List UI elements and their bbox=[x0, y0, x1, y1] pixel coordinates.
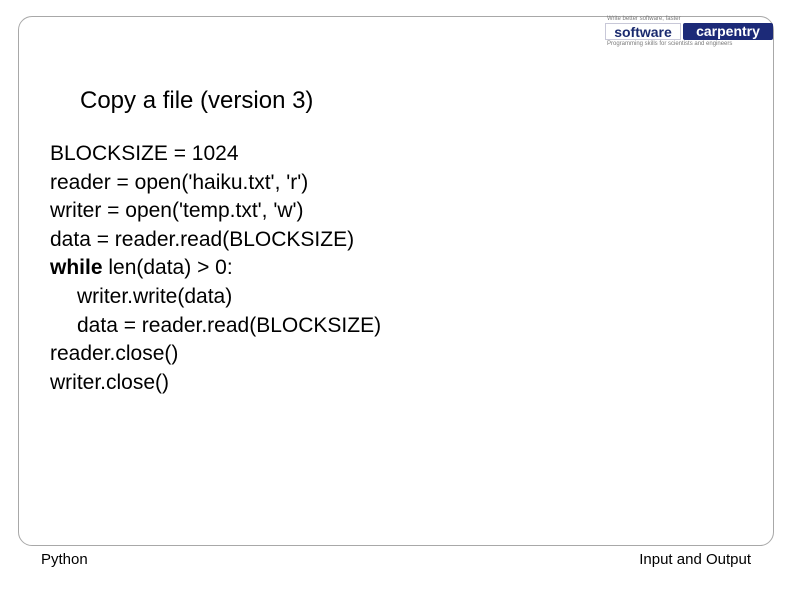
logo-tagline-top: Write better software, faster bbox=[607, 16, 681, 22]
code-text: data = reader.read(BLOCKSIZE) bbox=[77, 313, 382, 337]
code-block: BLOCKSIZE = 1024 reader = open('haiku.txt… bbox=[50, 140, 381, 397]
code-text: len(data) > 0: bbox=[102, 256, 233, 280]
software-carpentry-logo: Write better software, faster software c… bbox=[605, 16, 775, 48]
code-text: reader.close() bbox=[50, 342, 179, 366]
logo-word-software: software bbox=[605, 23, 681, 40]
footer-right-label: Input and Output bbox=[639, 551, 751, 568]
logo-tagline-bottom: Programming skills for scientists and en… bbox=[607, 41, 733, 47]
code-text: writer.write(data) bbox=[77, 284, 233, 308]
code-line: reader.close() bbox=[50, 340, 381, 369]
code-keyword: while bbox=[50, 256, 103, 280]
code-line: while len(data) > 0: bbox=[50, 254, 381, 283]
logo-word-carpentry: carpentry bbox=[683, 23, 773, 40]
code-line: writer = open('temp.txt', 'w') bbox=[50, 197, 381, 226]
slide-frame bbox=[18, 16, 774, 546]
footer-left-label: Python bbox=[41, 551, 88, 568]
code-text: data = reader.read(BLOCKSIZE) bbox=[50, 227, 355, 251]
slide-title: Copy a file (version 3) bbox=[80, 87, 314, 114]
code-line: data = reader.read(BLOCKSIZE) bbox=[50, 312, 381, 341]
code-text: writer = open('temp.txt', 'w') bbox=[50, 199, 304, 223]
code-line: BLOCKSIZE = 1024 bbox=[50, 140, 381, 169]
code-line: writer.write(data) bbox=[50, 283, 381, 312]
code-line: data = reader.read(BLOCKSIZE) bbox=[50, 226, 381, 255]
code-text: reader = open('haiku.txt', 'r') bbox=[50, 170, 309, 194]
code-text: BLOCKSIZE = 1024 bbox=[50, 142, 239, 165]
code-text: writer.close() bbox=[50, 370, 170, 394]
code-line: writer.close() bbox=[50, 369, 381, 398]
code-line: reader = open('haiku.txt', 'r') bbox=[50, 169, 381, 198]
